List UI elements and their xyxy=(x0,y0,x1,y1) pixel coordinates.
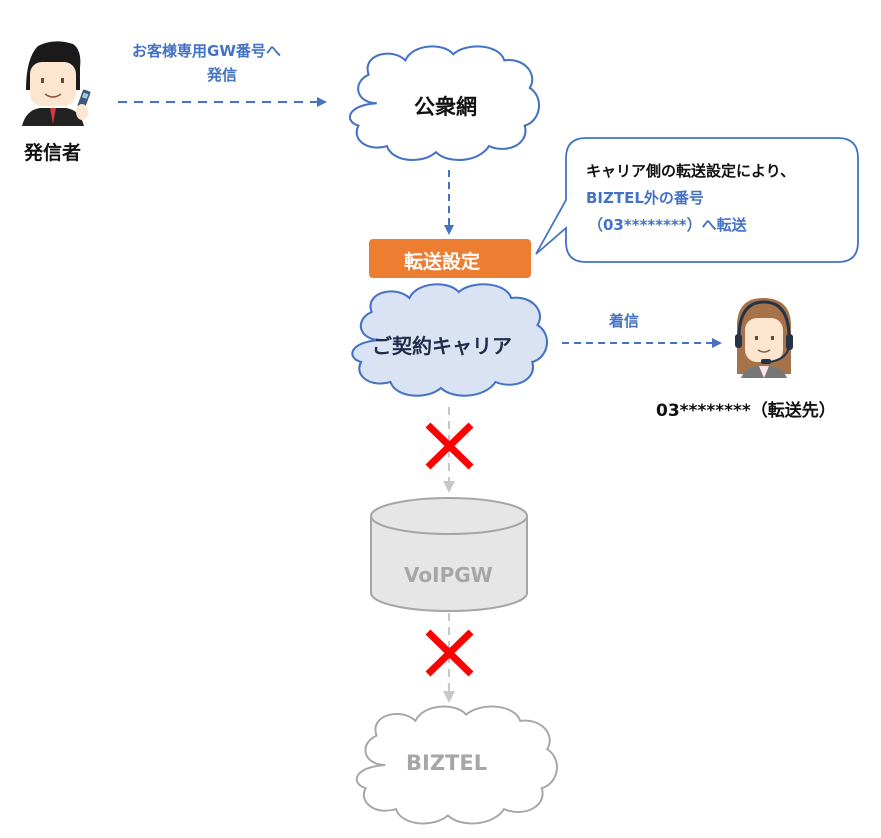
forward-setting-label: 転送設定 xyxy=(404,251,481,273)
call-arrow-label-line1: お客様専用GW番号へ xyxy=(132,42,281,60)
public-network-label: 公衆網 xyxy=(414,95,477,119)
callout-line1: キャリア側の転送設定により、 xyxy=(586,162,796,180)
incoming-label: 着信 xyxy=(609,312,640,330)
operator-label: 03********（転送先） xyxy=(656,401,836,421)
forward-setting-box xyxy=(369,239,531,278)
biztel-label: BIZTEL xyxy=(406,751,488,775)
operator-icon xyxy=(735,298,793,378)
callout-bubble xyxy=(535,137,859,263)
voipgw-label: VoIPGW xyxy=(404,563,493,587)
carrier-label: ご契約キャリア xyxy=(372,334,512,358)
caller-label: 発信者 xyxy=(24,142,82,164)
call-arrow-label-line2: 発信 xyxy=(207,66,238,84)
callout-line3: （03********）へ転送 xyxy=(588,216,747,234)
cross-icon xyxy=(425,422,474,470)
cross-icon xyxy=(425,629,474,677)
callout-line2: BIZTEL外の番号 xyxy=(586,189,704,207)
voipgw-cylinder xyxy=(370,497,528,612)
caller-icon xyxy=(22,41,91,126)
